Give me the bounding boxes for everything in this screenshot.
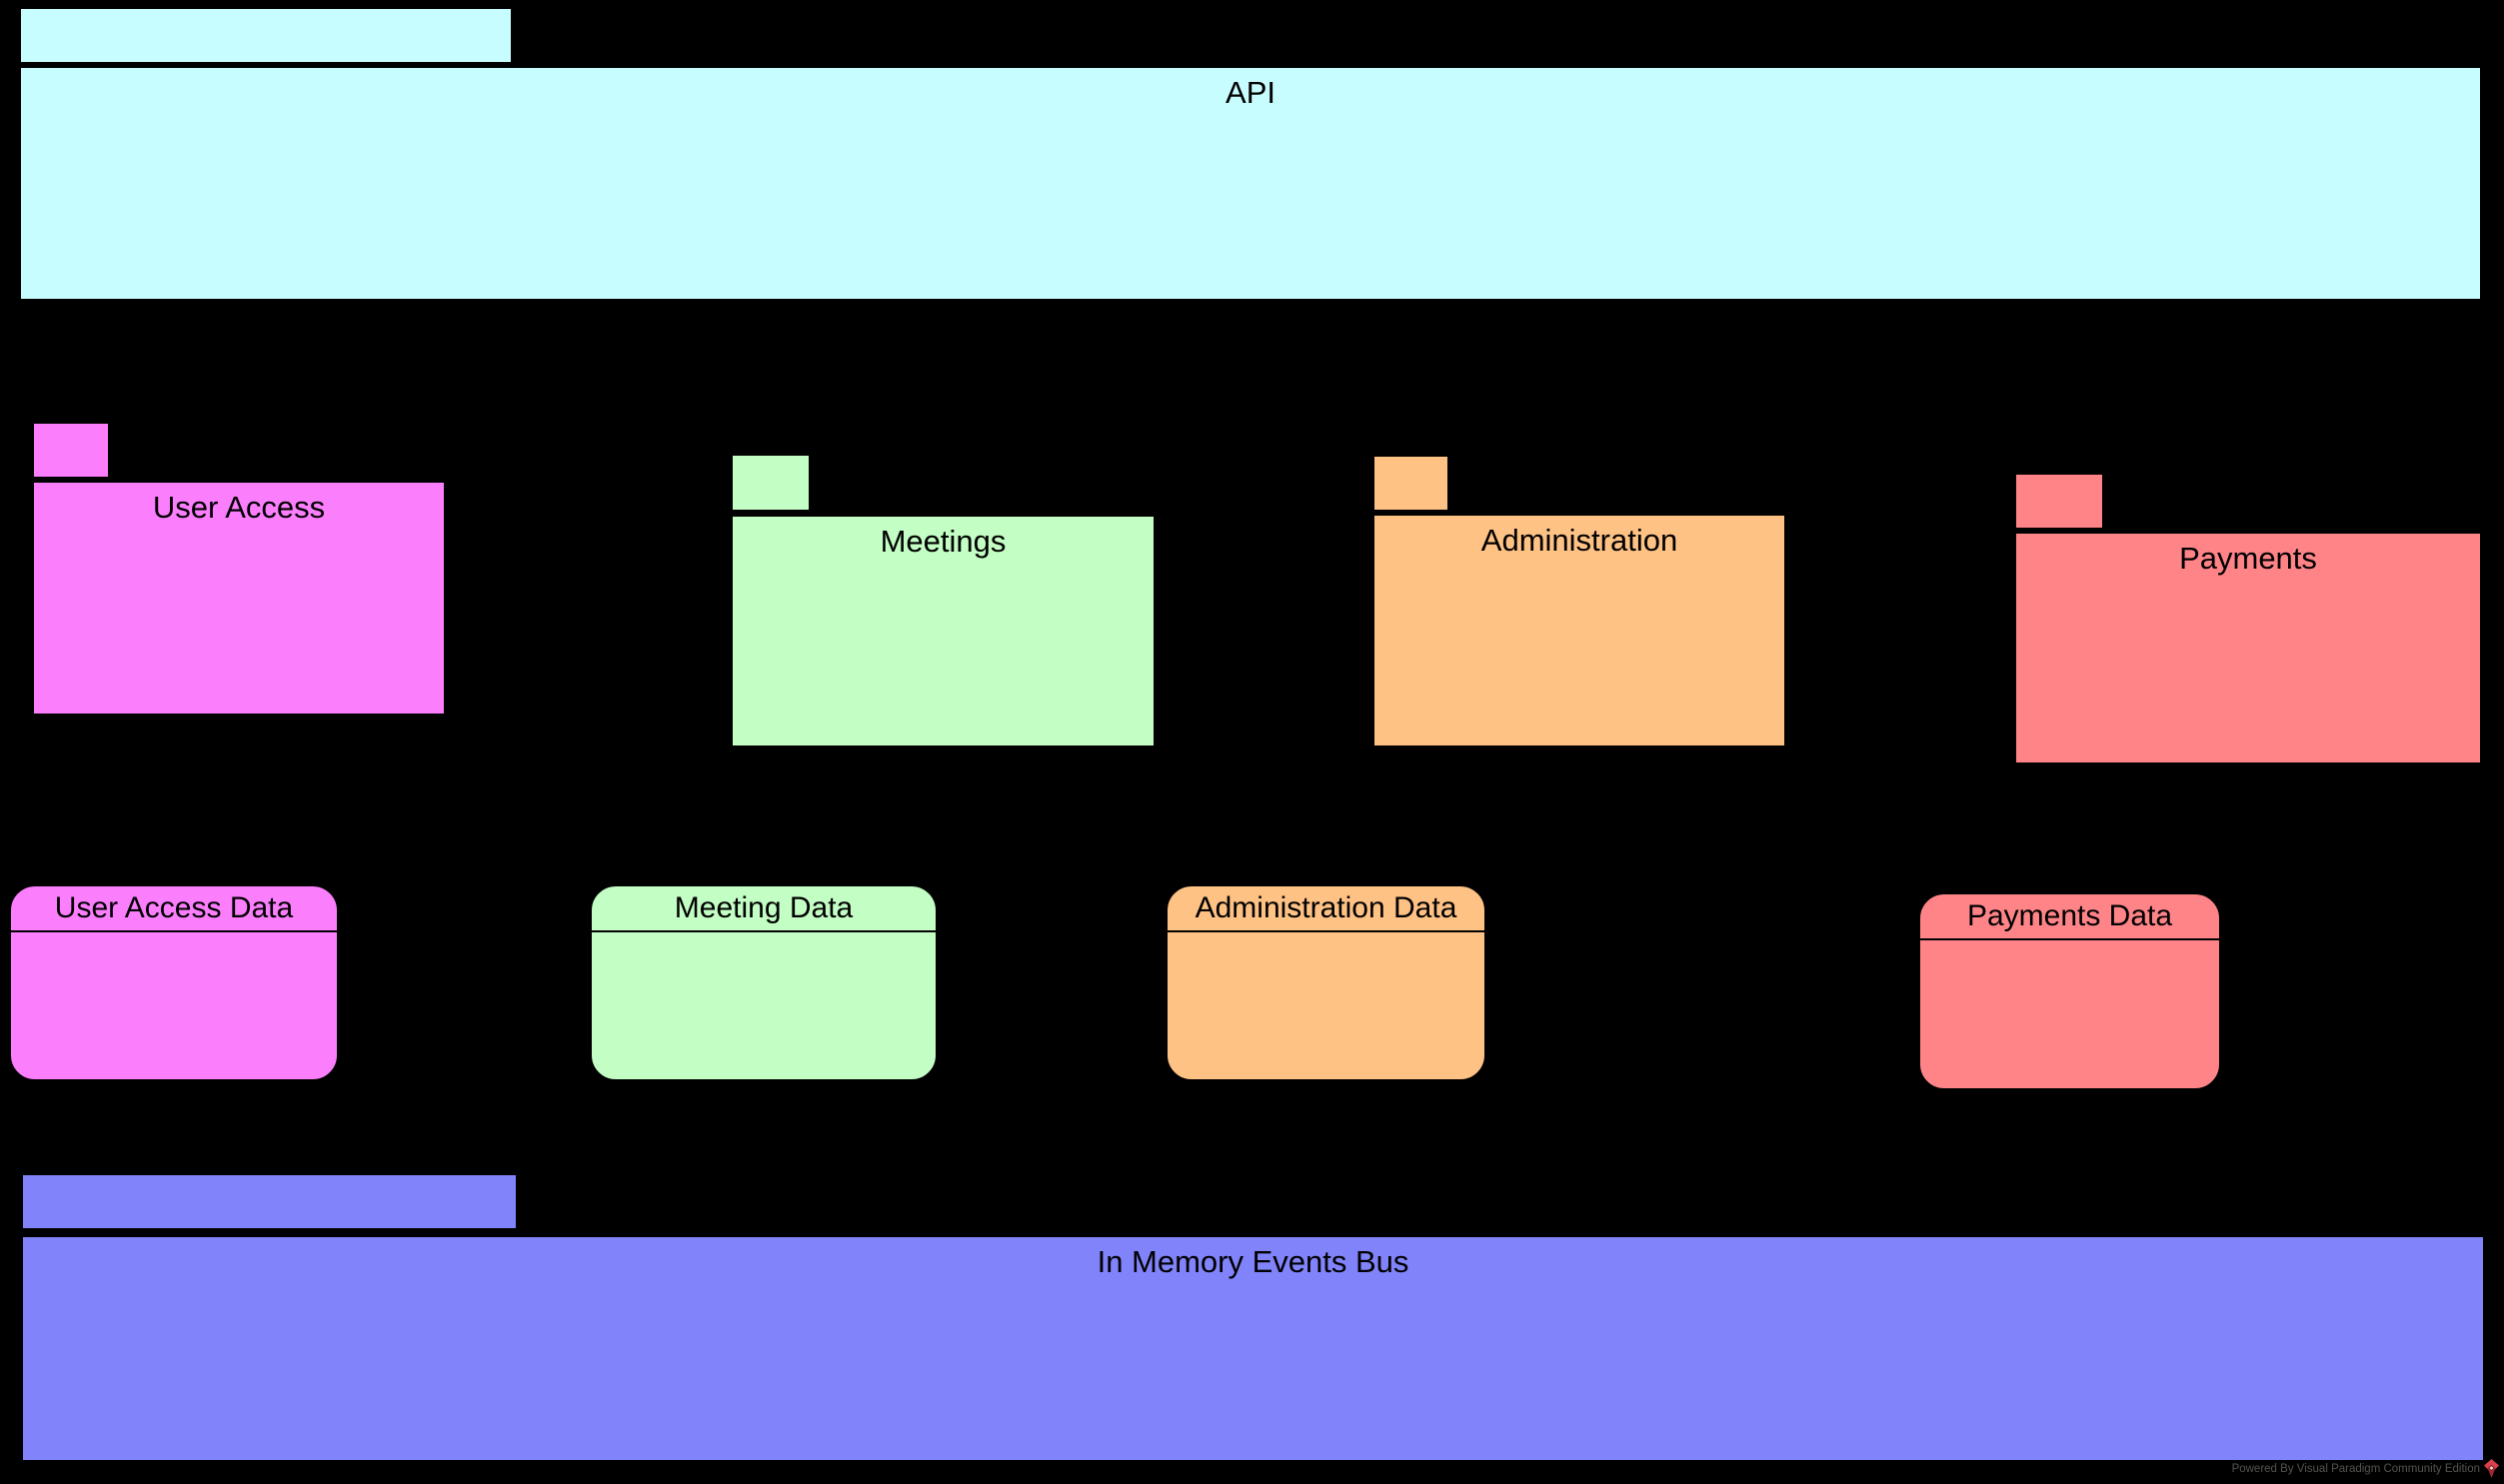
datastore-user-access-data-label: User Access Data <box>11 886 337 932</box>
package-payments: Payments <box>2014 473 2482 764</box>
package-user-access-tab <box>32 422 110 479</box>
datastore-meeting-data: Meeting Data <box>590 884 938 1081</box>
package-user-access-body: User Access <box>32 481 446 716</box>
visual-paradigm-logo-icon <box>2484 1459 2499 1478</box>
package-api-body: API <box>19 66 2482 301</box>
datastore-payments-data: Payments Data <box>1918 892 2221 1090</box>
package-meetings-body: Meetings <box>731 515 1156 747</box>
package-administration: Administration <box>1372 455 1786 747</box>
package-administration-body: Administration <box>1372 514 1786 747</box>
package-administration-label: Administration <box>1480 523 1678 558</box>
package-payments-tab <box>2014 473 2104 530</box>
watermark: Powered By Visual Paradigm Community Edi… <box>2232 1459 2499 1478</box>
package-user-access: User Access <box>32 422 446 716</box>
package-administration-tab <box>1372 455 1449 512</box>
package-user-access-label: User Access <box>152 490 326 525</box>
package-api: API <box>19 7 2482 303</box>
package-meetings: Meetings <box>731 454 1156 747</box>
package-events-bus-label: In Memory Events Bus <box>1097 1244 1409 1279</box>
datastore-administration-data: Administration Data <box>1166 884 1486 1081</box>
package-meetings-label: Meetings <box>880 524 1007 559</box>
package-payments-body: Payments <box>2014 532 2482 764</box>
package-payments-label: Payments <box>2179 541 2317 576</box>
watermark-text: Powered By Visual Paradigm Community Edi… <box>2231 1462 2480 1475</box>
package-meetings-tab <box>731 454 811 512</box>
package-events-bus-body: In Memory Events Bus <box>21 1235 2485 1462</box>
datastore-user-access-data: User Access Data <box>9 884 339 1081</box>
package-api-label: API <box>1226 75 1275 110</box>
package-api-tab <box>19 7 513 64</box>
datastore-administration-data-label: Administration Data <box>1168 886 1484 932</box>
package-events-bus-tab <box>21 1173 518 1230</box>
datastore-payments-data-label: Payments Data <box>1920 894 2219 940</box>
package-events-bus: In Memory Events Bus <box>21 1173 2485 1462</box>
datastore-meeting-data-label: Meeting Data <box>592 886 936 932</box>
